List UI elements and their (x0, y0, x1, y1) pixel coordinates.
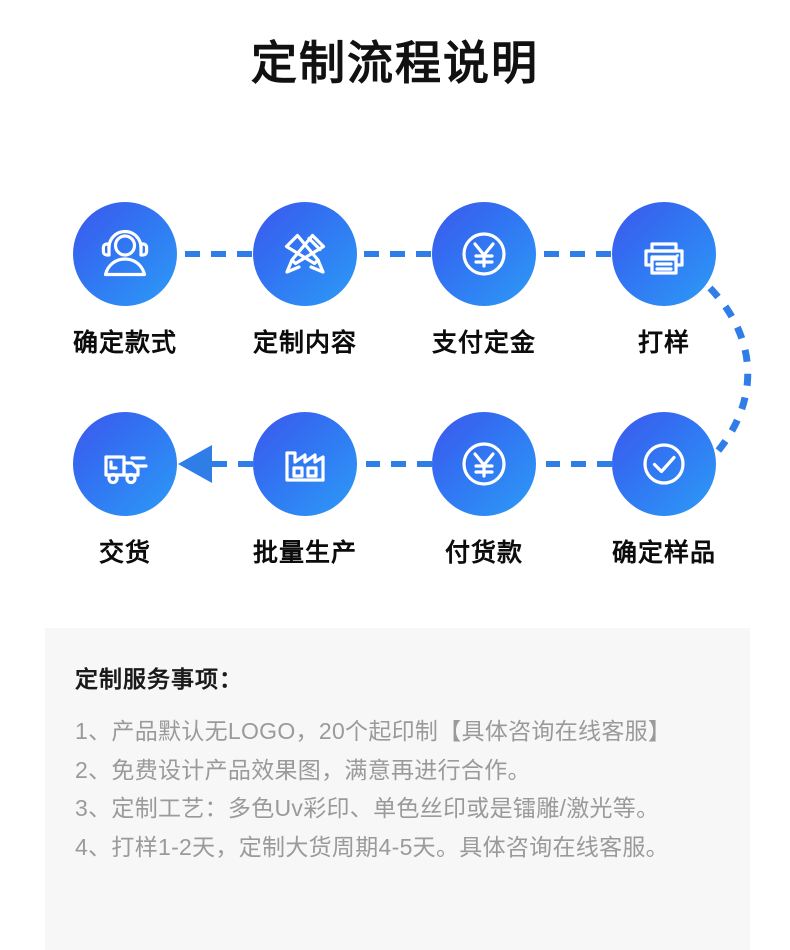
flow-step-mass-production[interactable]: 批量生产 (225, 412, 385, 569)
flow-step-confirm-style[interactable]: 确定款式 (45, 202, 205, 359)
check-circle-icon (643, 443, 685, 485)
flow-step-label: 确定样品 (611, 539, 716, 567)
flow-step-label: 支付定金 (431, 329, 536, 357)
flow-step-pay-deposit[interactable]: 支付定金 (404, 202, 564, 359)
page-title: 定制流程说明 (251, 37, 539, 89)
printer-icon (644, 242, 684, 275)
factory-icon (285, 451, 325, 482)
flow-step-label: 定制内容 (252, 329, 357, 357)
step-icon-circle (612, 412, 716, 516)
crossed-pencils-design-icon (284, 233, 326, 274)
step-icon-circle (253, 202, 357, 306)
service-note-item: 2、免费设计产品效果图，满意再进行合作。 (75, 756, 531, 783)
service-note-item: 4、打样1-2天，定制大货周期4-5天。具体咨询在线客服。 (75, 833, 669, 860)
yen-coin-icon (462, 442, 506, 486)
process-flow-diagram: 确定款式 定制内容 (0, 190, 790, 590)
service-note-item: 1、产品默认无LOGO，20个起印制【具体咨询在线客服】 (75, 718, 672, 744)
step-icon-circle (432, 412, 536, 516)
step-icon-circle (253, 412, 357, 516)
flow-step-label: 确定款式 (72, 329, 177, 357)
service-notes-heading: 定制服务事项： (75, 666, 243, 692)
headset-customer-service-icon (101, 229, 149, 277)
flow-step-delivery[interactable]: 交货 (45, 412, 205, 569)
service-notes-panel: 定制服务事项： 1、产品默认无LOGO，20个起印制【具体咨询在线客服】 2、免… (45, 628, 750, 950)
flow-step-label: 交货 (98, 539, 151, 567)
step-icon-circle (73, 202, 177, 306)
flow-step-label: 批量生产 (252, 539, 357, 567)
step-icon-circle (612, 202, 716, 306)
flow-step-pay-balance[interactable]: 付货款 (404, 412, 564, 569)
flow-step-sampling[interactable]: 打样 (584, 202, 744, 359)
delivery-truck-icon (104, 455, 148, 485)
flow-step-label: 付货款 (444, 539, 523, 567)
flow-step-label: 打样 (637, 329, 690, 357)
flow-step-confirm-sample[interactable]: 确定样品 (584, 412, 744, 569)
flow-step-custom-content[interactable]: 定制内容 (225, 202, 385, 359)
yen-coin-icon (462, 232, 506, 276)
service-note-item: 3、定制工艺：多色Uv彩印、单色丝印或是镭雕/激光等。 (75, 795, 660, 822)
step-icon-circle (432, 202, 536, 306)
step-icon-circle (73, 412, 177, 516)
